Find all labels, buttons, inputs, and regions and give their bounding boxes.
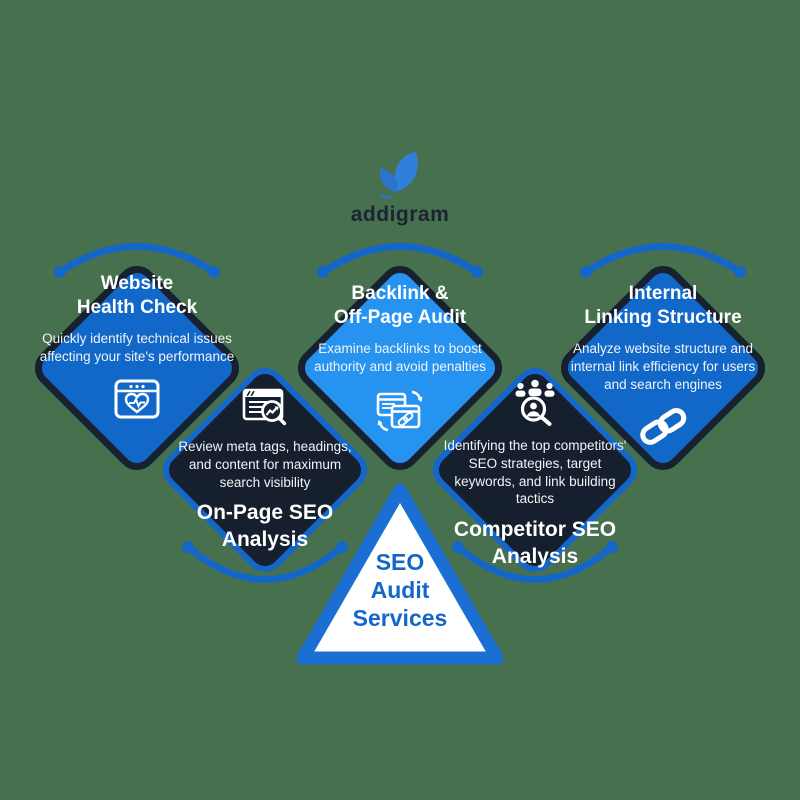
center-triangle — [296, 483, 504, 665]
card-title-line: Website — [100, 273, 174, 294]
butterfly-icon — [380, 152, 418, 199]
card-title-line: On-Page SEO — [196, 501, 334, 525]
logo: addigram — [351, 150, 450, 227]
card-title-line: Analysis — [221, 527, 309, 551]
website-health-icon — [114, 379, 160, 418]
card-website-health-check: Website Health Check Quickly identify te… — [25, 272, 249, 419]
card-title: Backlink & Off-Page Audit — [334, 282, 466, 330]
backlink-audit-icon — [376, 390, 423, 431]
card-title-line: Competitor SEO — [453, 518, 617, 542]
card-title-line: Analysis — [491, 544, 579, 568]
card-title-line: Health Check — [76, 296, 198, 318]
card-description: Analyze website structure and internal l… — [570, 340, 756, 392]
card-title-line: Backlink & — [351, 283, 449, 304]
competitor-seo-icon — [515, 379, 555, 426]
card-description: Identifying the top competitors' SEO str… — [443, 438, 627, 507]
center-badge-line: Services — [352, 605, 448, 632]
card-title-line: Linking Structure — [584, 306, 742, 328]
card-description: Examine backlinks to boost authority and… — [314, 340, 486, 374]
card-title: Competitor SEO Analysis — [454, 517, 616, 570]
center-badge-line: Audit — [370, 576, 430, 603]
card-competitor-seo-analysis: Identifying the top competitors' SEO str… — [423, 378, 647, 570]
card-title: Website Health Check — [77, 272, 197, 320]
card-description: Review meta tags, headings, and content … — [178, 439, 352, 490]
card-title: Internal Linking Structure — [584, 282, 741, 330]
card-title-line: Internal — [628, 283, 698, 304]
internal-linking-icon — [640, 408, 687, 446]
card-onpage-seo-analysis: Review meta tags, headings, and content … — [153, 385, 377, 553]
card-title: On-Page SEO Analysis — [197, 500, 334, 553]
card-description: Quickly identify technical issues affect… — [39, 330, 235, 364]
center-badge: SEO Audit Services — [353, 548, 448, 632]
center-badge-line: SEO — [375, 548, 425, 575]
card-title-line: Off-Page Audit — [333, 306, 467, 328]
card-internal-linking-structure: Internal Linking Structure Analyze websi… — [551, 282, 775, 446]
brand-name: addigram — [350, 203, 450, 226]
card-backlink-offpage-audit: Backlink & Off-Page Audit Examine backli… — [288, 282, 512, 433]
onpage-seo-icon — [242, 388, 287, 426]
